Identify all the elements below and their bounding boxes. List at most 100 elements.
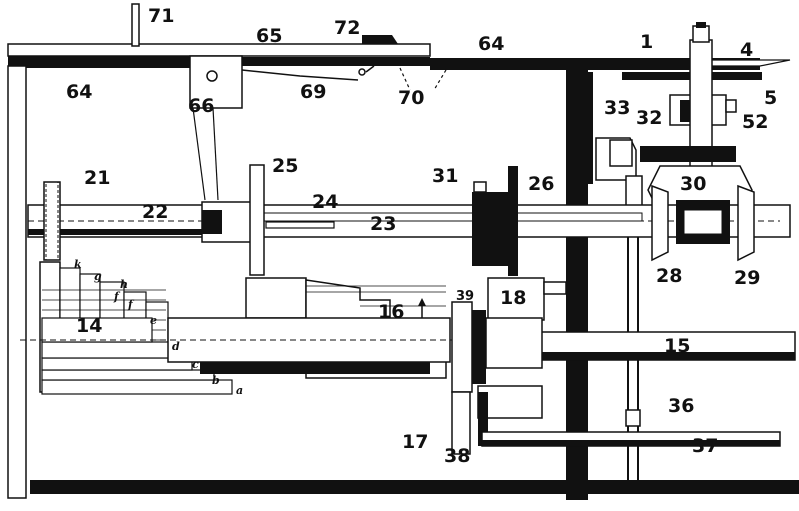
center-column [566,70,588,500]
arrow-16-head-up [418,298,426,306]
label-22: 22 [142,201,168,223]
label-69: 69 [300,81,326,103]
letter-f2: f [127,298,135,311]
label-1: 1 [640,31,653,53]
spindle-top [696,22,706,28]
lever-71 [131,3,140,47]
label-38: 38 [444,445,470,467]
label-72: 72 [334,17,360,39]
letter-f1: f [113,290,121,303]
pinion [625,175,643,207]
gear-plate [640,146,736,162]
link-66-b [212,107,219,201]
step-e [41,317,153,343]
label-64-right: 64 [478,33,504,55]
top-rail-left [8,55,190,68]
label-28: 28 [656,265,682,287]
letter-c: c [192,358,199,371]
piece-72 [362,35,398,44]
housing-32-dark [680,100,690,122]
letter-a: a [236,384,243,397]
bar-65 [7,43,431,57]
center-column-web [588,72,593,184]
bracket-66 [189,55,243,109]
label-18: 18 [500,287,526,309]
letter-d: d [172,340,180,353]
cone-29 [737,184,755,262]
step-b [41,369,215,381]
label-71: 71 [148,5,174,27]
label-23: 23 [370,213,396,235]
housing-18 [487,277,545,321]
collar-22-dark [202,210,222,234]
stud-52 [725,99,737,113]
spindle-cap [692,25,710,43]
label-21: 21 [84,167,110,189]
frame [7,3,799,500]
label-70: 70 [398,87,424,109]
label-5: 5 [764,87,777,109]
letter-h: h [120,278,128,291]
label-33: 33 [604,97,630,119]
bracket-38 [477,385,543,419]
label-37: 37 [692,435,718,457]
step-a [41,379,233,395]
rod-collar-36 [625,409,641,427]
latch [365,65,375,73]
label-26: 26 [528,173,554,195]
shaft-15-shade [200,362,430,374]
housing-18-lower [485,317,543,369]
label-52: 52 [742,111,768,133]
bolt-18 [543,281,567,295]
label-65: 65 [256,25,282,47]
left-upright [7,65,27,499]
main-shaft-assembly [20,277,796,455]
upper-shaft-assembly [27,164,791,276]
label-16: 16 [378,301,404,323]
label-15: 15 [664,335,690,357]
letter-k: k [74,258,82,271]
gear-26-rim [508,166,518,276]
shaft-23-shade-left [28,229,208,235]
label-32: 32 [636,107,662,129]
collar-31 [473,181,487,193]
gear-21-teeth [45,181,59,261]
shaft-15-right-shade [540,352,795,360]
clutch-hub-inner [683,209,723,235]
dashed-70-b [433,69,447,91]
label-24: 24 [312,191,338,213]
step-d [41,341,173,359]
bracket-38-dark [478,392,488,446]
shaft-37-shade [482,440,780,446]
dashed-70-a [399,67,411,91]
bottom-base [30,480,799,494]
cone-28 [651,184,669,262]
cone-16-top [245,277,307,319]
label-29: 29 [734,267,760,289]
top-rail-mid [190,57,430,66]
slide-mechanism [189,55,447,201]
gear-25 [249,164,265,276]
label-4: 4 [740,39,753,61]
label-25: 25 [272,155,298,177]
shaft-23-inner [261,212,643,222]
upper-assembly [595,22,791,215]
lower-shaft-37 [481,431,781,447]
pivot-hole [206,70,218,82]
label-64-left: 64 [66,81,92,103]
step-letters: k g h f f e d c b a [74,258,243,397]
key-24 [265,221,335,229]
label-66: 66 [188,95,214,117]
collar-39-dark [472,310,486,384]
letter-b: b [212,374,220,387]
gear-17 [451,391,471,455]
reference-numerals: 71 72 65 64 64 1 4 5 52 32 33 66 69 70 2… [66,5,777,467]
label-31: 31 [432,165,458,187]
top-rail-right [430,58,760,70]
collar-39 [451,301,473,393]
letter-e: e [150,314,157,327]
link-66-a [192,107,206,201]
latch-pin [358,68,366,76]
